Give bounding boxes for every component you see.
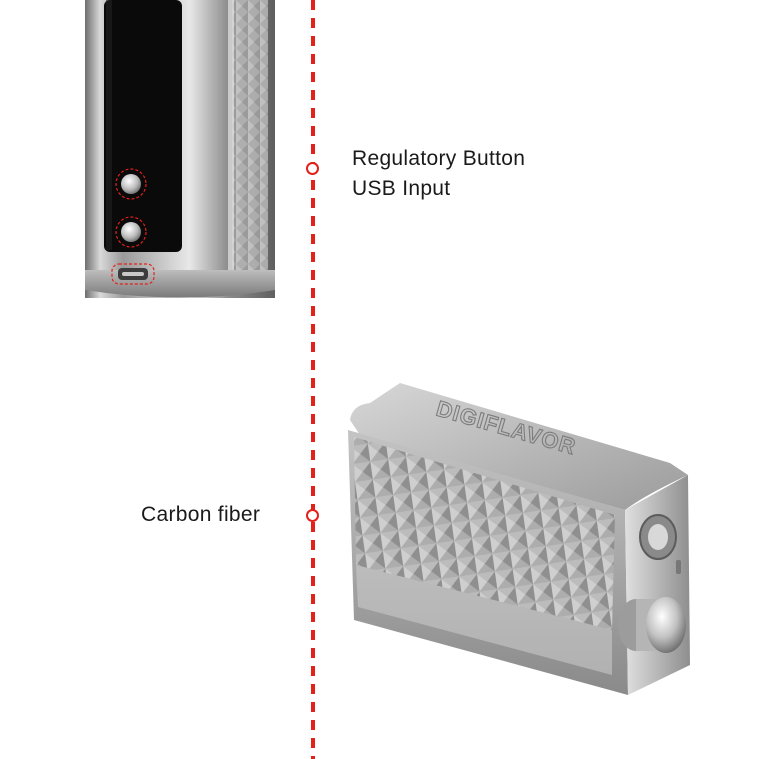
label-usb-input: USB Input bbox=[352, 177, 451, 200]
regulatory-button-up[interactable] bbox=[121, 174, 141, 194]
callout-marker-bottom bbox=[306, 509, 319, 522]
carbon-side-panel bbox=[232, 0, 268, 275]
connector-510 bbox=[648, 524, 668, 550]
label-regulatory-button: Regulatory Button bbox=[352, 147, 526, 170]
fire-knob[interactable] bbox=[646, 597, 686, 653]
dashed-divider-line bbox=[311, 0, 315, 759]
top-face bbox=[350, 383, 688, 510]
device-angled-view: DIGIFLAVOR bbox=[348, 383, 690, 695]
display-panel bbox=[104, 0, 182, 252]
device-front-view bbox=[85, 0, 275, 298]
regulatory-button-down[interactable] bbox=[121, 222, 141, 242]
carbon-fiber-panel bbox=[354, 437, 615, 630]
label-carbon-fiber: Carbon fiber bbox=[141, 503, 261, 526]
side-face bbox=[625, 475, 690, 695]
callout-marker-top bbox=[306, 162, 319, 175]
